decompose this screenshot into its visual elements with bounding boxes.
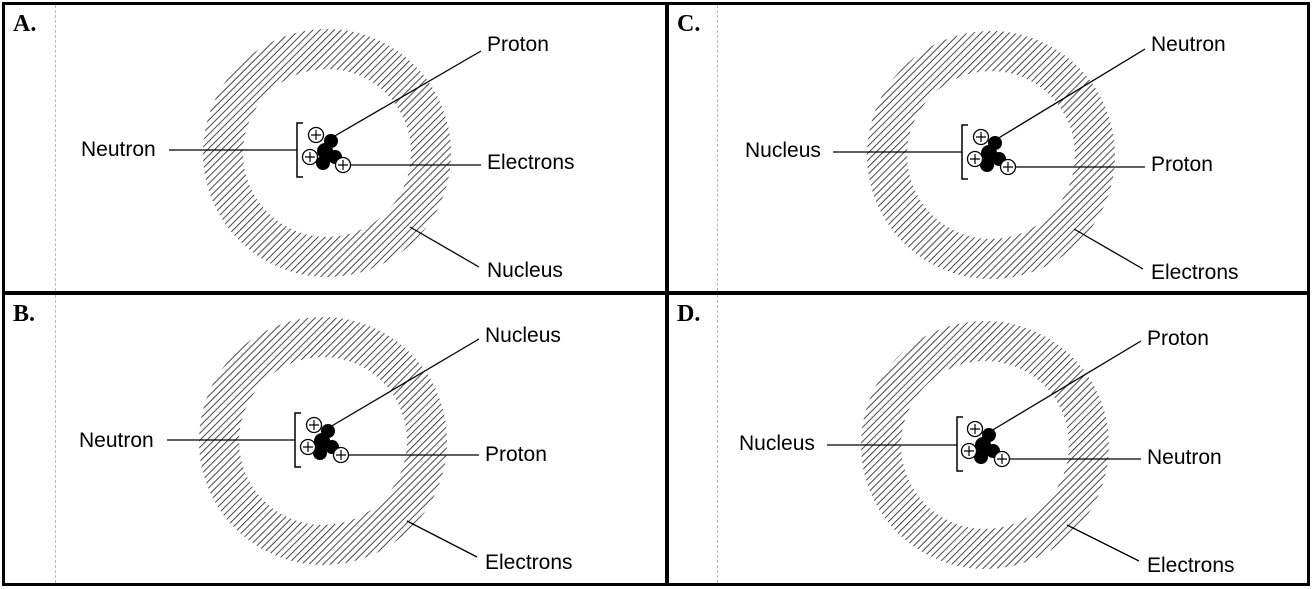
label-bottom-right: Nucleus [487, 259, 563, 282]
label-left: Nucleus [745, 139, 821, 162]
label-top-right: Neutron [1151, 33, 1226, 56]
nucleus-particles [961, 124, 1017, 180]
panel-c[interactable]: C. [666, 2, 1310, 294]
panel-b[interactable]: B. [2, 292, 668, 586]
label-mid-right: Proton [1151, 153, 1213, 176]
panel-letter: D. [677, 301, 701, 327]
proton-particle [334, 156, 352, 174]
proton-particle [966, 420, 984, 438]
proton-particle [960, 442, 978, 460]
atom-diagram: Proton Nucleus Neutron Electrons [739, 321, 1235, 577]
panel-letter: A. [13, 11, 37, 37]
label-mid-right: Electrons [487, 151, 575, 174]
label-mid-right: Neutron [1147, 446, 1222, 469]
label-top-right: Proton [487, 33, 549, 56]
proton-particle [993, 450, 1011, 468]
margin-guide [55, 295, 56, 583]
electron-cloud [199, 317, 447, 565]
label-left: Nucleus [739, 432, 815, 455]
proton-particle [972, 128, 990, 146]
label-top-right: Nucleus [485, 324, 561, 347]
label-left: Neutron [81, 138, 156, 161]
label-left: Neutron [79, 429, 154, 452]
margin-guide [717, 5, 718, 291]
panel-letter: B. [13, 301, 36, 327]
leader-lines [833, 48, 1146, 270]
nucleus-particles [294, 412, 350, 468]
leader-lines [827, 340, 1142, 562]
proton-particle [301, 148, 319, 166]
proton-particle [307, 126, 325, 144]
label-top-right: Proton [1147, 327, 1209, 350]
panel-letter: C. [677, 11, 701, 37]
atom-diagram: Proton Neutron Electrons Nucleus [81, 29, 575, 282]
label-mid-right: Proton [485, 443, 547, 466]
proton-particle [966, 150, 984, 168]
label-bottom-right: Electrons [485, 551, 573, 574]
proton-particle [999, 158, 1017, 176]
nucleus-particles [956, 416, 1011, 472]
margin-guide [717, 295, 718, 583]
panel-a[interactable]: A. [2, 2, 668, 294]
label-bottom-right: Electrons [1151, 261, 1239, 284]
atom-diagram: Nucleus Neutron Proton Electrons [79, 317, 573, 574]
leader-lines [169, 50, 482, 268]
electron-cloud [867, 31, 1115, 279]
label-bottom-right: Electrons [1147, 554, 1235, 577]
proton-particle [299, 438, 317, 456]
proton-particle [332, 446, 350, 464]
proton-particle [305, 416, 323, 434]
leader-lines [167, 338, 480, 558]
atom-diagram: Neutron Nucleus Proton Electrons [745, 31, 1239, 284]
nucleus-particles [296, 122, 352, 178]
panel-d[interactable]: D. [666, 292, 1310, 586]
electron-cloud [203, 29, 451, 277]
margin-guide [55, 5, 56, 291]
